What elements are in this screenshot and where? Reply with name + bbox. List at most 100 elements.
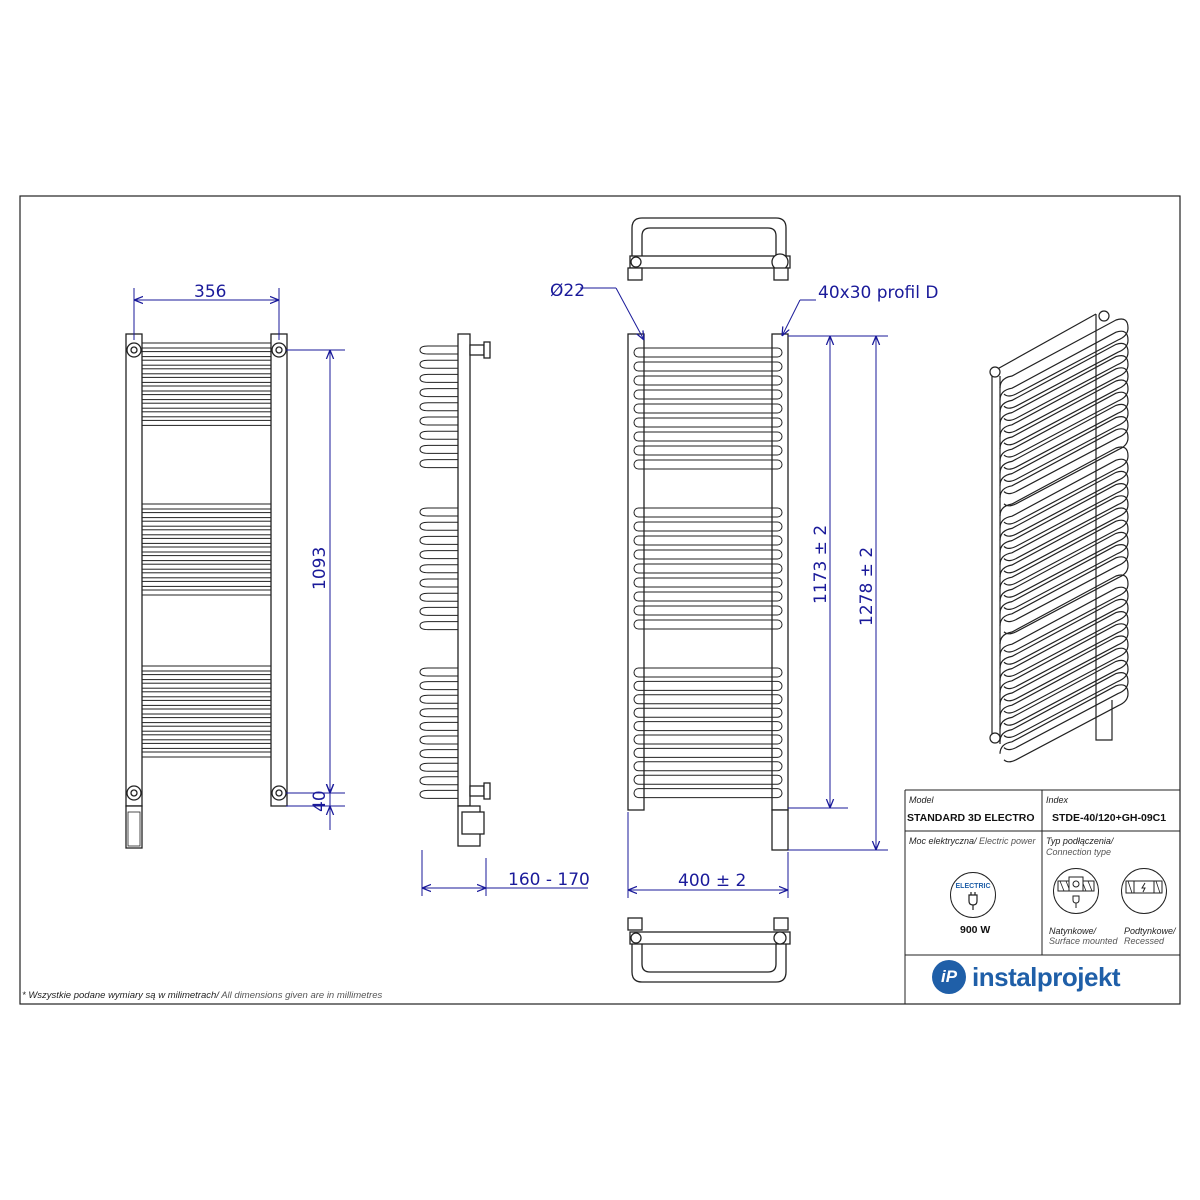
side-bar — [419, 749, 458, 759]
front-bar — [141, 751, 272, 758]
front-bar — [141, 520, 272, 527]
iso-bar — [999, 647, 1129, 726]
connection-label-en: Connection type — [1046, 847, 1112, 857]
iso-bar — [999, 586, 1129, 665]
front-bar — [141, 546, 272, 553]
front-bar — [141, 572, 272, 579]
front-bar — [141, 580, 272, 587]
front-heater-body — [125, 805, 143, 849]
footnote-pl: * Wszystkie podane wymiary są w milimetr… — [22, 990, 219, 1001]
main-bar — [633, 667, 783, 678]
main-bar — [633, 734, 783, 745]
iso-bar — [999, 531, 1129, 610]
iso-bar — [999, 416, 1129, 495]
side-rail — [457, 333, 471, 807]
isometric-view — [989, 310, 1129, 763]
brand: iP instalprojekt — [932, 960, 1121, 994]
iso-bar — [999, 672, 1129, 751]
side-bar — [419, 359, 458, 369]
connection-label: Typ podłączenia/Connection type — [1046, 836, 1113, 858]
model-value: STANDARD 3D ELECTRO — [907, 812, 1035, 824]
main-bar — [633, 721, 783, 732]
main-bar — [633, 403, 783, 414]
iso-bar — [999, 519, 1129, 598]
surface-label: Natynkowe/Surface mounted — [1049, 926, 1118, 946]
side-bar — [419, 776, 458, 786]
side-bar — [419, 402, 458, 412]
main-bar — [633, 591, 783, 602]
iso-bar — [999, 379, 1129, 458]
front-bar — [141, 734, 272, 741]
front-bar — [141, 589, 272, 596]
main-bar — [633, 707, 783, 718]
side-bar — [419, 667, 458, 677]
main-bar — [633, 747, 783, 758]
iso-bar — [999, 611, 1129, 690]
side-bar — [419, 621, 458, 631]
side-bar — [419, 606, 458, 616]
iso-bar — [999, 556, 1129, 635]
main-bars — [633, 347, 783, 799]
power-value: 900 W — [960, 924, 991, 936]
power-label-pl: Moc elektryczna/ — [909, 836, 977, 846]
front-bar — [141, 742, 272, 749]
main-bar — [633, 389, 783, 400]
front-bar — [141, 537, 272, 544]
bottom-shelf-view — [627, 917, 791, 983]
side-bar — [419, 550, 458, 560]
side-bar — [419, 681, 458, 691]
front-bar — [141, 503, 272, 510]
iso-bar — [999, 367, 1129, 446]
side-view — [419, 333, 491, 847]
front-bar — [141, 691, 272, 698]
iso-bar — [999, 495, 1129, 574]
iso-bar — [999, 428, 1129, 507]
front-bar — [141, 563, 272, 570]
connection-label-pl: Typ podłączenia/ — [1046, 836, 1114, 846]
main-bar — [633, 619, 783, 630]
iso-bar — [999, 507, 1129, 586]
front-left-rail — [125, 333, 143, 807]
main-bar — [633, 417, 783, 428]
front-bar — [141, 555, 272, 562]
iso-bar — [999, 544, 1129, 623]
main-bar — [633, 605, 783, 616]
main-bar — [633, 521, 783, 532]
front-bar — [141, 529, 272, 536]
main-heater-body — [771, 809, 789, 851]
side-dimensions — [421, 850, 588, 896]
front-bar — [141, 342, 272, 349]
side-bar — [419, 708, 458, 718]
iso-bars — [999, 318, 1129, 763]
side-bar — [419, 388, 458, 398]
main-bar — [633, 549, 783, 560]
iso-bar — [999, 391, 1129, 470]
side-bar — [419, 444, 458, 454]
dim-pipe-diameter: Ø22 — [550, 281, 585, 301]
main-left-rail — [627, 333, 645, 811]
front-bar — [141, 708, 272, 715]
side-bar — [419, 762, 458, 772]
surface-socket-icon — [1053, 868, 1099, 914]
surface-label-en: Surface mounted — [1049, 936, 1118, 946]
side-bar — [419, 507, 458, 517]
surface-label-pl: Natynkowe/ — [1049, 926, 1097, 936]
main-bar — [633, 375, 783, 386]
sheet-border — [19, 195, 1181, 1005]
main-bar — [633, 788, 783, 799]
index-value: STDE-40/120+GH-09C1 — [1052, 812, 1167, 824]
front-bar — [141, 385, 272, 392]
iso-bar — [999, 483, 1129, 562]
surface-socket-glyph — [1057, 876, 1095, 908]
iso-bar — [999, 355, 1129, 434]
iso-bar — [999, 574, 1129, 653]
side-bar — [419, 535, 458, 545]
front-dimensions — [133, 288, 345, 830]
side-bar — [419, 564, 458, 574]
side-bar — [419, 459, 458, 469]
main-bar — [633, 535, 783, 546]
recessed-socket-glyph — [1125, 880, 1163, 894]
side-bar — [419, 521, 458, 531]
side-bar — [419, 345, 458, 355]
model-label: Model — [909, 795, 934, 805]
